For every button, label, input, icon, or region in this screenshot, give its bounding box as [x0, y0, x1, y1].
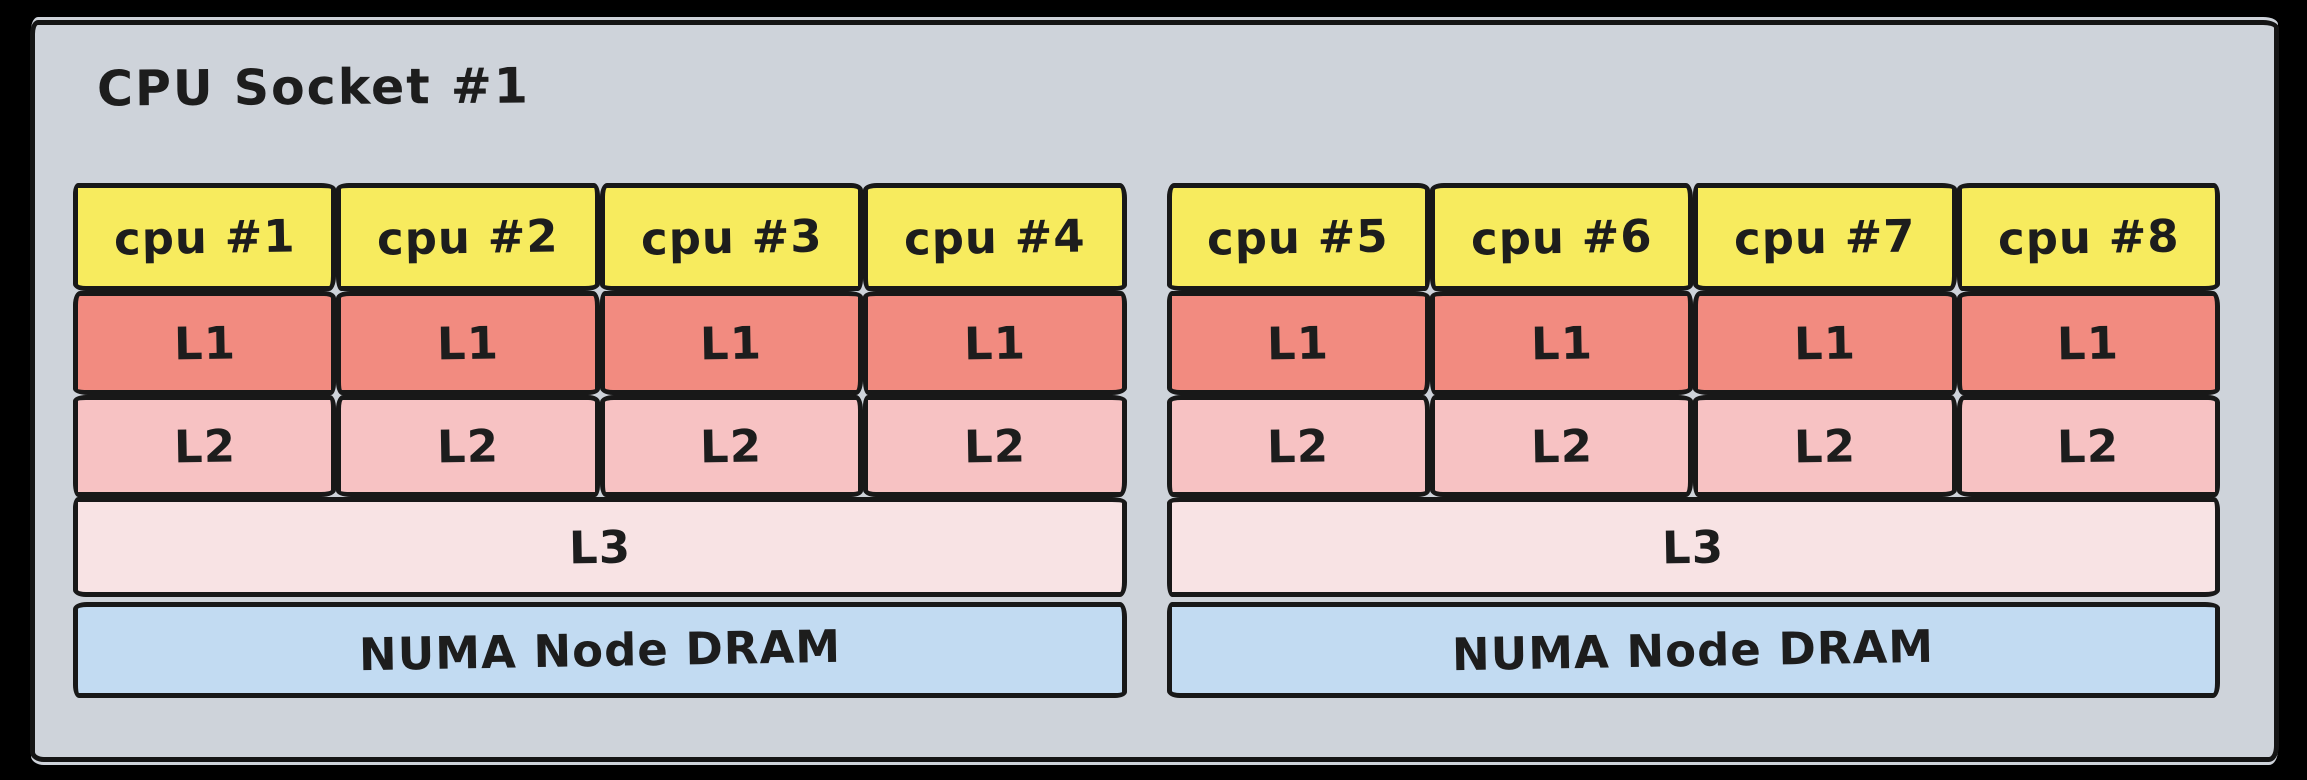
- numa-groups-container: cpu #1 cpu #2 cpu #3 cpu #4 L1 L1 L1 L1 …: [73, 183, 2220, 698]
- l2-cache-box-3: L2: [599, 395, 864, 497]
- l2-cache-box-6: L2: [1429, 395, 1694, 497]
- numa-group-1: cpu #1 cpu #2 cpu #3 cpu #4 L1 L1 L1 L1 …: [73, 183, 1127, 698]
- l1-cache-box-1: L1: [73, 291, 337, 395]
- numa-dram-box-1: NUMA Node DRAM: [73, 602, 1127, 698]
- cpu-box-3: cpu #3: [599, 183, 864, 291]
- l2-cache-box-7: L2: [1693, 395, 1957, 497]
- l1-cache-box-7: L1: [1693, 291, 1957, 395]
- l2-cache-box-2: L2: [336, 395, 600, 497]
- numa-dram-box-2: NUMA Node DRAM: [1166, 602, 2220, 698]
- l1-cache-box-2: L1: [336, 291, 600, 395]
- cpu-box-5: cpu #5: [1166, 183, 1430, 291]
- l1-cache-box-3: L1: [599, 291, 864, 395]
- l1-cache-box-4: L1: [863, 291, 1127, 395]
- l1-cache-box-5: L1: [1166, 291, 1430, 395]
- l1-cache-box-8: L1: [1956, 291, 2220, 395]
- l2-cache-box-1: L2: [73, 395, 337, 497]
- cpu-socket-frame: CPU Socket #1 cpu #1 cpu #2 cpu #3 cpu #…: [30, 20, 2279, 762]
- socket-title: CPU Socket #1: [96, 57, 531, 118]
- l3-cache-box-1: L3: [73, 497, 1127, 597]
- l3-cache-box-2: L3: [1166, 497, 2220, 597]
- l1-cache-box-6: L1: [1429, 291, 1694, 395]
- l2-cache-box-4: L2: [863, 395, 1127, 497]
- numa-group-2: cpu #5 cpu #6 cpu #7 cpu #8 L1 L1 L1 L1 …: [1166, 183, 2220, 698]
- l2-cache-box-5: L2: [1166, 395, 1430, 497]
- cpu-box-2: cpu #2: [336, 183, 600, 291]
- cpu-box-7: cpu #7: [1693, 183, 1957, 291]
- cpu-box-8: cpu #8: [1956, 183, 2220, 291]
- cpu-box-6: cpu #6: [1429, 183, 1694, 291]
- cpu-box-1: cpu #1: [73, 183, 337, 291]
- cpu-box-4: cpu #4: [863, 183, 1127, 291]
- l2-cache-box-8: L2: [1956, 395, 2220, 497]
